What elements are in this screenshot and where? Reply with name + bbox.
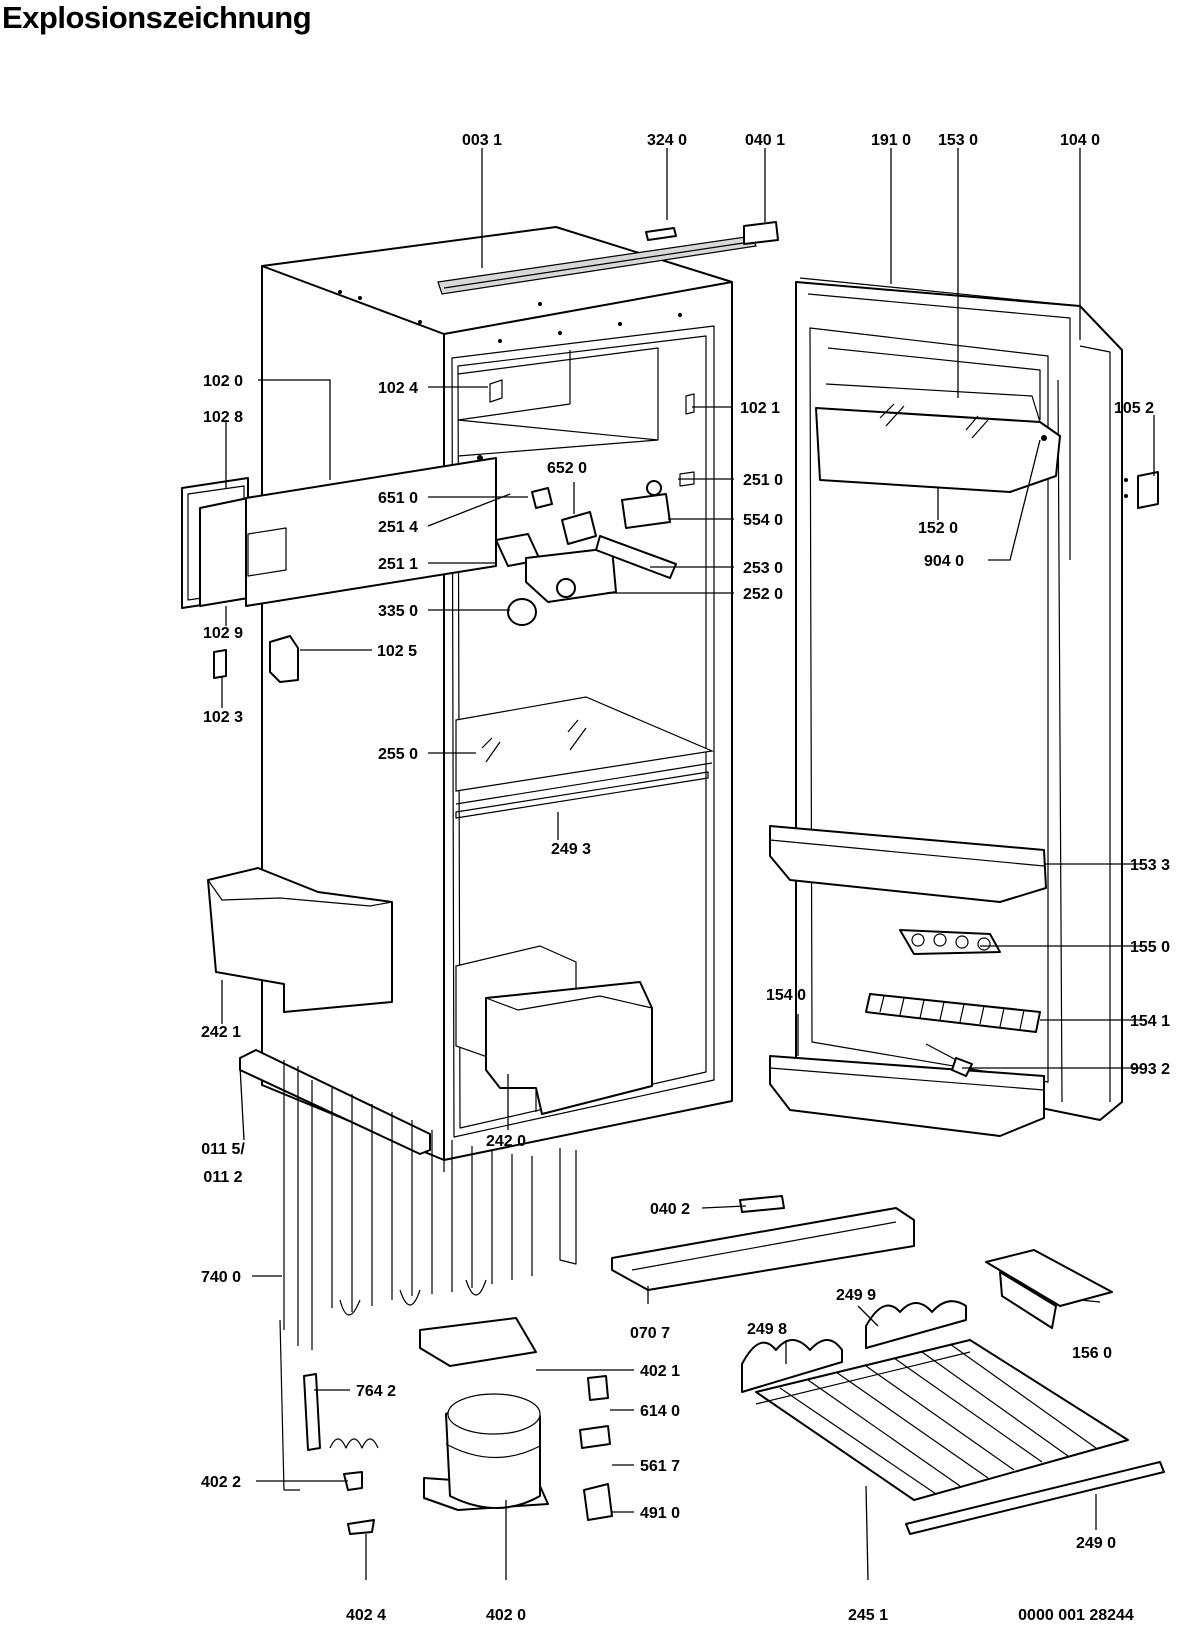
label-1533: 153 3 bbox=[1130, 857, 1170, 874]
label-1540: 154 0 bbox=[766, 987, 806, 1004]
label-9040: 904 0 bbox=[924, 553, 964, 570]
label-2511: 251 1 bbox=[378, 556, 418, 573]
label-0707: 070 7 bbox=[630, 1325, 670, 1342]
filter-dryer bbox=[303, 1373, 321, 1451]
thermal-cutout bbox=[579, 1425, 611, 1449]
label-0401: 040 1 bbox=[745, 132, 785, 149]
label-1020: 102 0 bbox=[203, 373, 243, 390]
label-3240: 324 0 bbox=[647, 132, 687, 149]
label-1910: 191 0 bbox=[871, 132, 911, 149]
label-1021: 102 1 bbox=[740, 400, 780, 417]
label-2520: 252 0 bbox=[743, 586, 783, 603]
label-0115: 011 5/ bbox=[201, 1141, 245, 1158]
condenser bbox=[279, 1060, 577, 1491]
label-6140: 614 0 bbox=[640, 1403, 680, 1420]
label-2451: 245 1 bbox=[848, 1607, 888, 1624]
label-2493: 249 3 bbox=[551, 841, 591, 858]
label-1520: 152 0 bbox=[918, 520, 958, 537]
label-4024: 402 4 bbox=[346, 1607, 386, 1624]
control-panel bbox=[181, 379, 695, 683]
label-4020: 402 0 bbox=[486, 1607, 526, 1624]
label-2499: 249 9 bbox=[836, 1287, 876, 1304]
label-1052: 105 2 bbox=[1114, 400, 1154, 417]
ice-tray bbox=[985, 1249, 1113, 1329]
freezer-box bbox=[207, 867, 393, 1013]
label-1025: 102 5 bbox=[377, 643, 417, 660]
cover-491 bbox=[583, 1483, 613, 1521]
label-2510: 251 0 bbox=[743, 472, 783, 489]
bracket-0402 bbox=[739, 1195, 785, 1213]
page-title: Explosionszeichnung bbox=[2, 0, 312, 35]
label-5617: 561 7 bbox=[640, 1458, 680, 1475]
label-7400: 740 0 bbox=[201, 1269, 241, 1286]
label-1040: 104 0 bbox=[1060, 132, 1100, 149]
label-2514: 251 4 bbox=[378, 519, 418, 536]
guard-2498 bbox=[741, 1339, 843, 1393]
label-1024: 102 4 bbox=[378, 380, 418, 397]
bracket-324 bbox=[645, 227, 677, 241]
relay bbox=[587, 1375, 609, 1401]
compressor-bracket bbox=[419, 1317, 537, 1367]
compressor bbox=[423, 1393, 549, 1511]
cabinet bbox=[261, 226, 757, 1172]
label-2490: 249 0 bbox=[1076, 1535, 1116, 1552]
label-0402: 040 2 bbox=[650, 1201, 690, 1218]
label-1029: 102 9 bbox=[203, 625, 243, 642]
label-0112: 011 2 bbox=[203, 1169, 242, 1186]
label-6510: 651 0 bbox=[378, 490, 418, 507]
label-2421: 242 1 bbox=[201, 1024, 241, 1041]
label-1560: 156 0 bbox=[1072, 1345, 1112, 1362]
cabinet-rivets bbox=[338, 290, 682, 343]
egg-tray-cups bbox=[911, 933, 991, 951]
label-9932: 993 2 bbox=[1130, 1061, 1170, 1078]
label-1023: 102 3 bbox=[203, 709, 243, 726]
label-6520: 652 0 bbox=[547, 460, 587, 477]
label-1530: 153 0 bbox=[938, 132, 978, 149]
label-0031: 003 1 bbox=[462, 132, 502, 149]
hinge bbox=[1137, 471, 1159, 509]
leader-lines bbox=[221, 148, 1155, 1581]
drawing-number: 0000 001 28244 bbox=[1018, 1607, 1134, 1624]
bracket-0401 bbox=[743, 221, 779, 245]
bar-2490 bbox=[905, 1461, 1165, 1535]
label-2530: 253 0 bbox=[743, 560, 783, 577]
label-1028: 102 8 bbox=[203, 409, 243, 426]
label-3350: 335 0 bbox=[378, 603, 418, 620]
label-1550: 155 0 bbox=[1130, 939, 1170, 956]
label-1541: 154 1 bbox=[1130, 1013, 1170, 1030]
kick-plate bbox=[611, 1207, 915, 1291]
clip-4024 bbox=[347, 1519, 375, 1535]
label-4021: 402 1 bbox=[640, 1363, 680, 1380]
label-2420: 242 0 bbox=[486, 1133, 526, 1150]
label-4022: 402 2 bbox=[201, 1474, 241, 1491]
part-labels: 003 1 324 0 040 1 191 0 153 0 104 0 102 … bbox=[201, 132, 1170, 1624]
wire-rack bbox=[755, 1339, 1129, 1501]
grommet bbox=[343, 1471, 363, 1491]
door bbox=[769, 277, 1123, 1137]
label-4910: 491 0 bbox=[640, 1505, 680, 1522]
label-5540: 554 0 bbox=[743, 512, 783, 529]
guard-2499 bbox=[865, 1300, 967, 1349]
label-2550: 255 0 bbox=[378, 746, 418, 763]
label-7642: 764 2 bbox=[356, 1383, 396, 1400]
label-2498: 249 8 bbox=[747, 1321, 787, 1338]
